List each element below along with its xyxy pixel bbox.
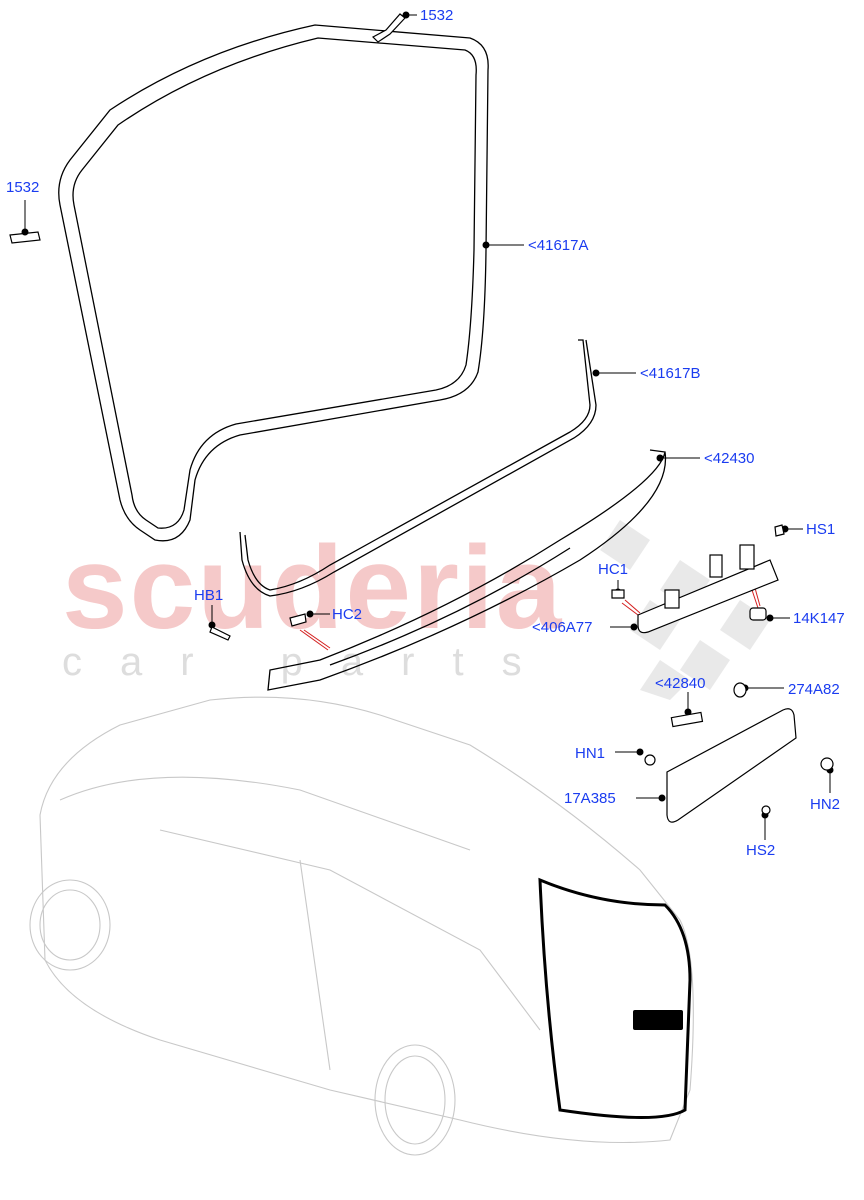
- spoiler-42430: [267, 449, 667, 691]
- vehicle-plate: [633, 1010, 683, 1030]
- part-label-406A77[interactable]: <406A77: [532, 619, 593, 636]
- part-label-41617A[interactable]: <41617A: [528, 237, 589, 254]
- part-label-HN2[interactable]: HN2: [810, 796, 841, 813]
- part-label-HC2[interactable]: HC2: [332, 606, 363, 623]
- vehicle-illustration: [29, 696, 694, 1156]
- clip-1532-left: [9, 231, 41, 244]
- part-label-42840[interactable]: <42840: [655, 675, 706, 692]
- part-label-HN1[interactable]: HN1: [575, 745, 606, 762]
- part-label-14K147[interactable]: 14K147: [793, 610, 845, 627]
- leader-lines: [21, 11, 834, 840]
- glass-seal-41617A: [58, 24, 489, 542]
- part-label-HC1[interactable]: HC1: [598, 561, 629, 578]
- part-label-HS1[interactable]: HS1: [806, 521, 836, 538]
- handle-assembly-406A77: [637, 544, 779, 634]
- part-label-17A385[interactable]: 17A385: [564, 790, 616, 807]
- part-label-HS2[interactable]: HS2: [746, 842, 776, 859]
- part-label-1532-top[interactable]: 1532: [420, 7, 454, 24]
- clip-1532-top: [372, 13, 406, 43]
- part-label-41617B[interactable]: <41617B: [640, 365, 701, 382]
- part-label-1532-left[interactable]: 1532: [6, 179, 40, 196]
- part-label-42430[interactable]: <42430: [704, 450, 755, 467]
- part-label-274A82[interactable]: 274A82: [788, 681, 840, 698]
- fasteners: [209, 524, 785, 641]
- part-label-HB1[interactable]: HB1: [194, 587, 224, 604]
- watermark-car-parts: car parts: [62, 640, 560, 684]
- vehicle-tailgate-highlight: [538, 877, 692, 1119]
- lower-seal-41617B: [239, 339, 597, 597]
- reference-lines: [299, 587, 761, 651]
- license-plate-17A385: [644, 682, 834, 823]
